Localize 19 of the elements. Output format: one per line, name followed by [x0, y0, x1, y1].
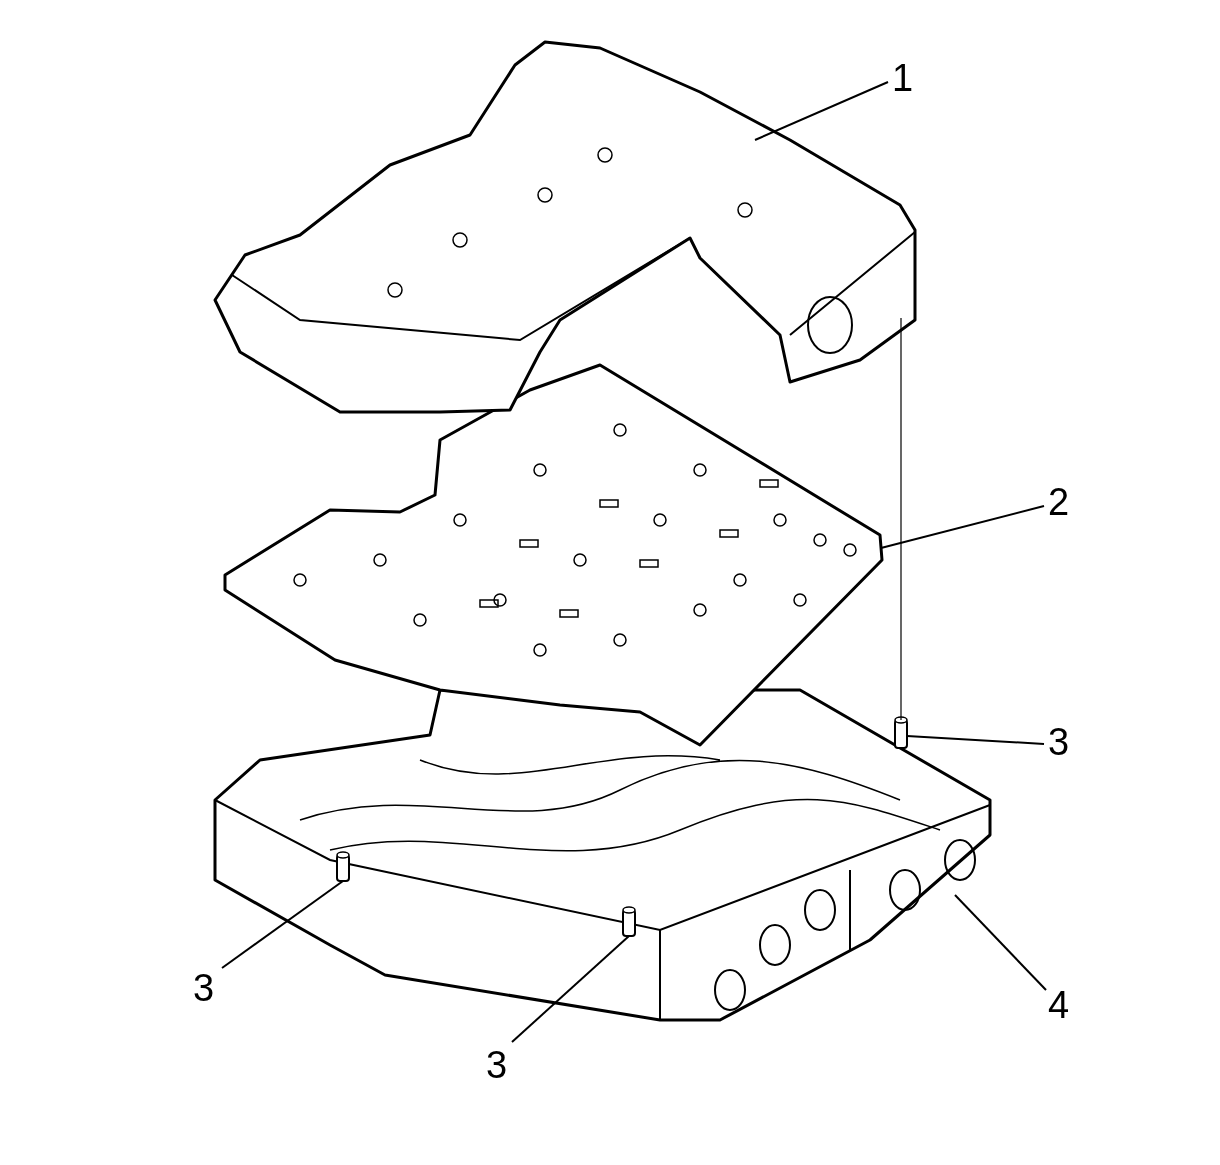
spacer-plate-drawing [223, 363, 884, 747]
upper-valve-body-drawing [213, 40, 917, 414]
leader-line [906, 735, 1045, 745]
leader-line [880, 505, 1045, 549]
dowel-pin-drawing [894, 716, 908, 749]
leader-line [754, 81, 889, 141]
dowel-pin-drawing [622, 906, 636, 937]
leader-line [954, 894, 1047, 991]
callout-number: 4 [1048, 985, 1070, 1025]
leader-line [221, 880, 344, 969]
callout-number: 3 [486, 1045, 508, 1085]
callout-number: 3 [193, 968, 215, 1008]
callout-number: 2 [1048, 482, 1070, 522]
callout-number: 3 [1048, 722, 1070, 762]
dowel-pin-drawing [336, 851, 350, 882]
alignment-line [900, 317, 902, 721]
callout-number: 1 [892, 58, 914, 98]
leader-line [511, 935, 630, 1043]
lower-valve-body-drawing [213, 688, 992, 1022]
